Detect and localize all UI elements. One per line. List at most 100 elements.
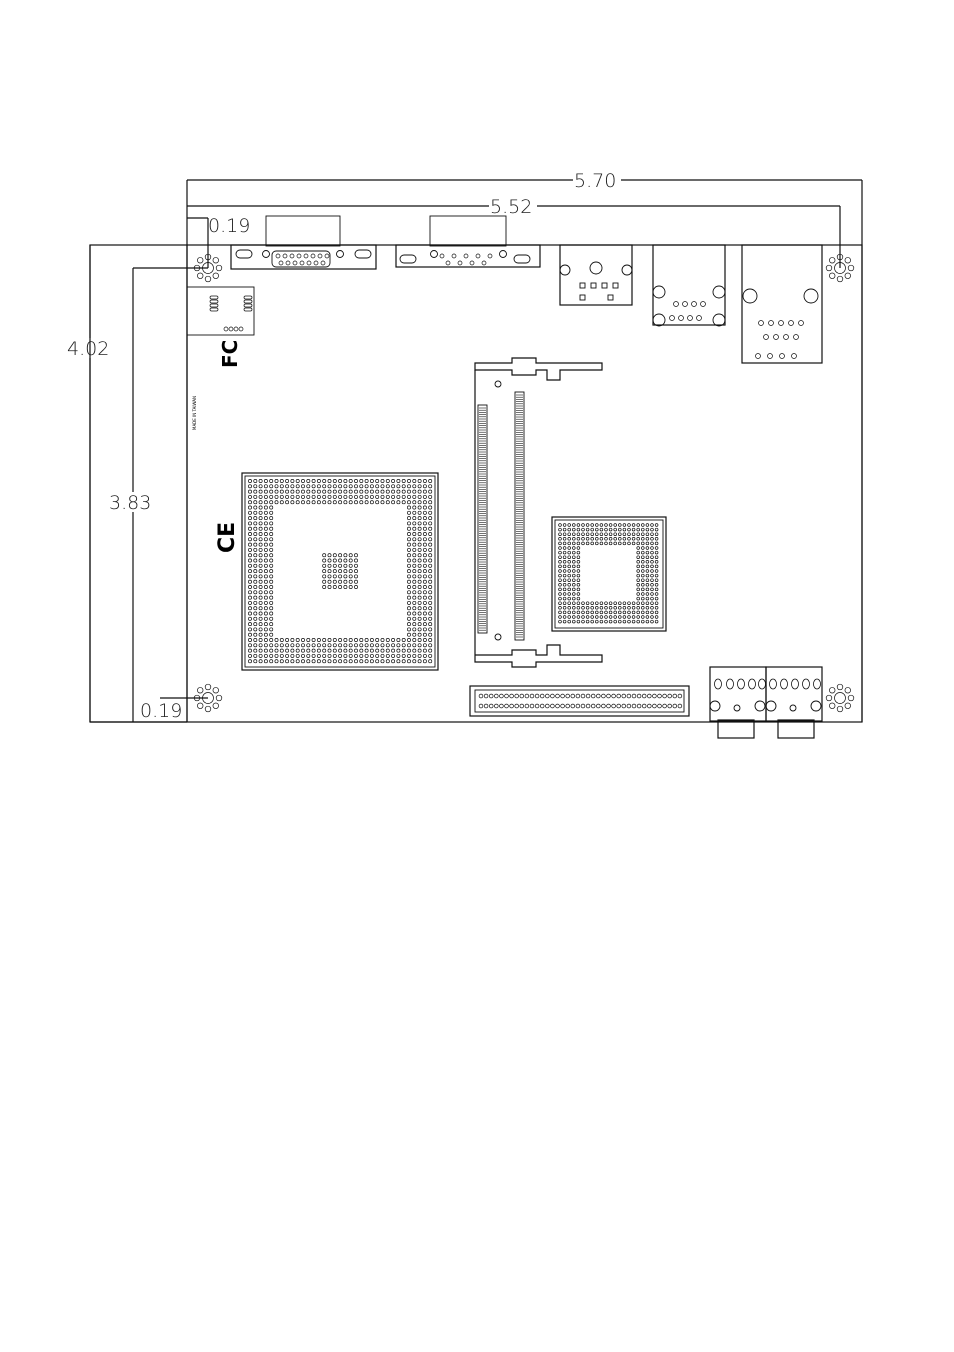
ball [418,623,421,626]
pin [596,694,600,698]
ball [655,593,658,596]
ball [418,485,421,488]
ball [423,517,426,520]
ball [423,538,426,541]
ball [577,606,580,609]
ball [344,580,347,583]
pin [244,304,252,307]
ball [572,620,575,623]
ball [572,537,575,540]
ball [407,575,410,578]
ball [413,623,416,626]
ball [254,633,257,636]
ball [360,479,363,482]
ball [339,660,342,663]
ball [609,602,612,605]
ball [423,548,426,551]
ball [333,580,336,583]
pin [591,704,595,708]
ball [637,537,640,540]
ball [637,606,640,609]
ball [254,596,257,599]
ball [344,559,347,562]
dim-bottom-offset: 0.19 [140,700,182,722]
ball [248,564,251,567]
ball [376,644,379,647]
pin [764,335,769,340]
ball [423,580,426,583]
ball [339,580,342,583]
ball [655,551,658,554]
pin [727,679,734,689]
ball [429,506,432,509]
ball [323,490,326,493]
ball [632,524,635,527]
ball [333,660,336,663]
ball [655,537,658,540]
ball [413,554,416,557]
ball [264,559,267,562]
ball [296,485,299,488]
ball [259,506,262,509]
ball [270,538,273,541]
ball [254,559,257,562]
ball [623,533,626,536]
ball [270,644,273,647]
ball [360,490,363,493]
pin [632,704,636,708]
ball [651,602,654,605]
ball [418,638,421,641]
ball [248,532,251,535]
ball [568,565,571,568]
ball [577,593,580,596]
ball [651,620,654,623]
ball [354,554,357,557]
ball [360,644,363,647]
ball [418,601,421,604]
ball [637,542,640,545]
ball [259,575,262,578]
ball [354,501,357,504]
dim-hole-span-width: 5.52 [490,196,532,218]
ball [328,490,331,493]
ball [248,585,251,588]
ball [572,533,575,536]
ball [280,501,283,504]
pin [622,694,626,698]
ball [577,556,580,559]
ball [568,524,571,527]
ball [605,542,608,545]
ball [418,607,421,610]
ball [586,542,589,545]
ball [291,649,294,652]
made-in-taiwan-text: MADE IN TAIWAN [192,396,197,430]
ball [563,565,566,568]
ball [280,495,283,498]
ball [264,638,267,641]
ball [307,485,310,488]
ball [572,570,575,573]
ball [413,580,416,583]
ball [280,649,283,652]
ball [296,495,299,498]
ball [264,628,267,631]
serial-connector [396,216,540,267]
ball [407,506,410,509]
ball [344,485,347,488]
ball [628,537,631,540]
ball [381,649,384,652]
ball [286,649,289,652]
ball [618,533,621,536]
ball [577,620,580,623]
ball [582,602,585,605]
ball [559,533,562,536]
pin [586,694,590,698]
pin [612,694,616,698]
ball [413,591,416,594]
ball [259,591,262,594]
ball [655,524,658,527]
ball [349,485,352,488]
ball [386,485,389,488]
ball [655,565,658,568]
ball [655,542,658,545]
